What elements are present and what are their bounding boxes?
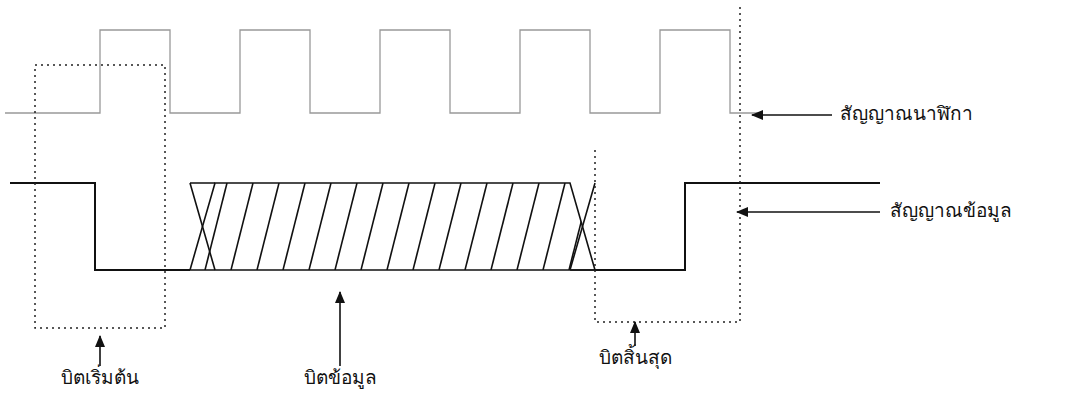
stop-bit-frame (595, 4, 740, 322)
data-bits (190, 183, 617, 270)
bit-label: บิตสิ้นสุด (599, 346, 672, 369)
bit-label: บิตข้อมูล (304, 366, 377, 389)
leader-arrows (100, 115, 880, 366)
bit-label: บิตเริ่มต้น (61, 366, 139, 389)
clock-signal (5, 30, 760, 113)
data-signal (10, 183, 880, 270)
signal-label: สัญญาณข้อมูล (890, 199, 1012, 222)
signal-label: สัญญาณนาฬิกา (840, 102, 973, 125)
start-bit-frame (35, 65, 165, 328)
